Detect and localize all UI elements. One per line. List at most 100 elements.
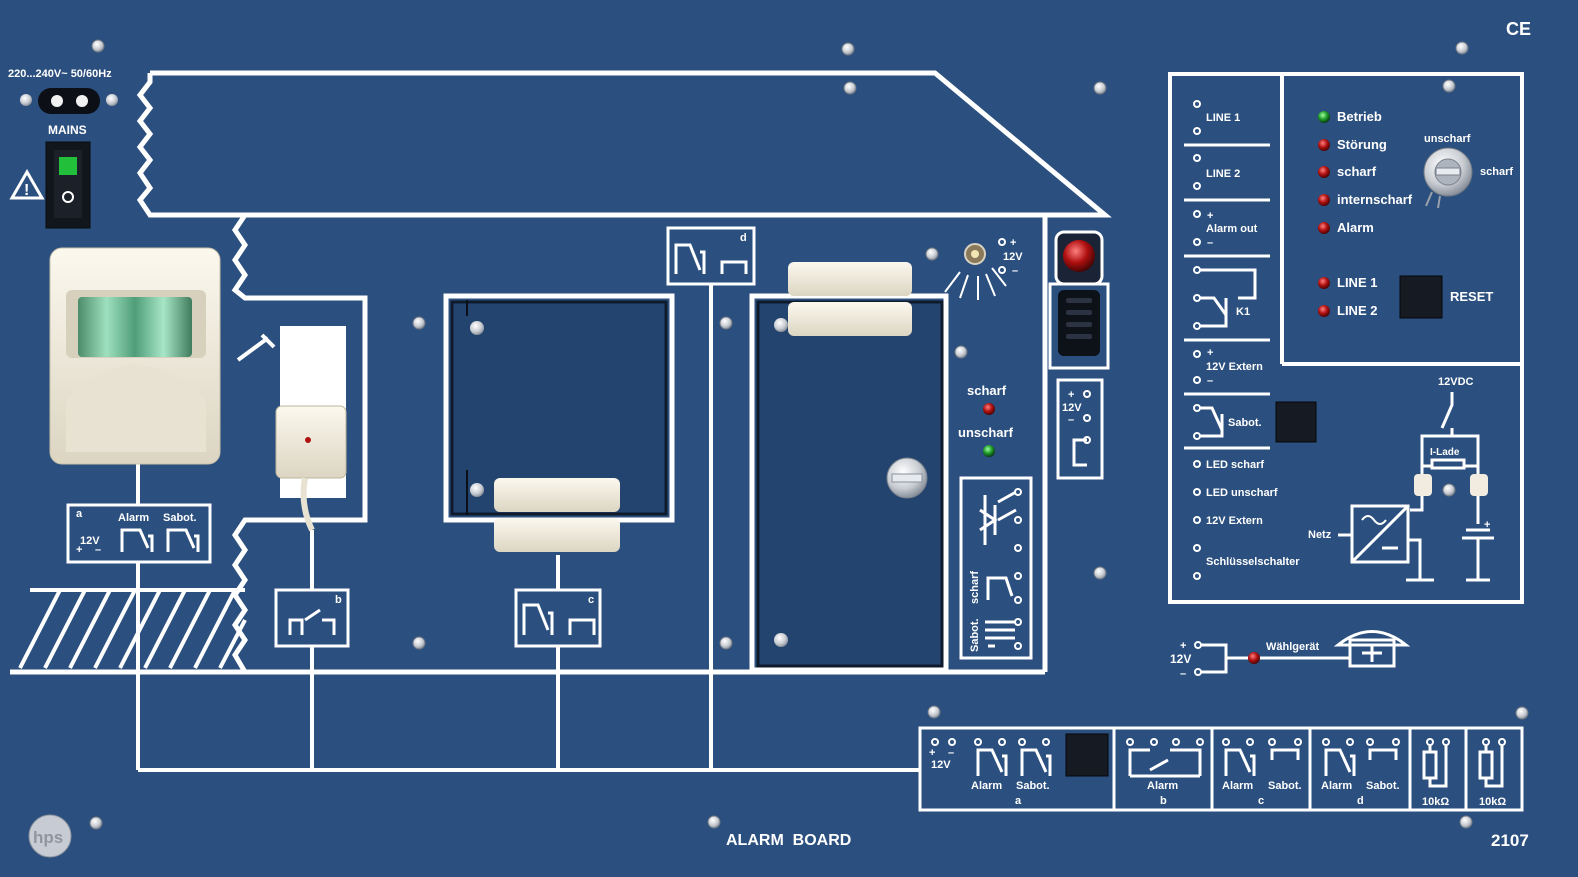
window-c	[443, 293, 675, 552]
mains-label: MAINS	[48, 123, 87, 137]
door-unscharf-label: unscharf	[958, 425, 1014, 440]
control-panel	[1168, 72, 1524, 604]
reset-label: RESET	[1450, 289, 1493, 304]
light-detector: + 12V –	[944, 237, 1023, 300]
dialer-voltage: 12V	[1170, 652, 1191, 666]
term-12v-extern-2: 12V Extern	[1206, 515, 1263, 527]
svg-text:–: –	[948, 747, 954, 759]
mains-spec: 220...240V~ 50/60Hz	[8, 68, 112, 80]
sensor-a-sabot: Sabot.	[163, 512, 197, 524]
reset-button[interactable]	[1399, 275, 1443, 319]
dialer-label: Wählgerät	[1266, 641, 1320, 653]
svg-text:+: +	[1180, 640, 1186, 652]
bt-group-b: b	[1160, 795, 1167, 807]
door-scharf-label: scharf	[967, 383, 1007, 398]
key-scharf-label: scharf	[1480, 166, 1513, 178]
svg-text:+: +	[76, 544, 82, 556]
bt-d-sabot: Sabot.	[1366, 780, 1400, 792]
svg-text:+: +	[1068, 389, 1074, 401]
status-internscharf: internscharf	[1337, 192, 1413, 207]
status-scharf: scharf	[1337, 164, 1377, 179]
bt-voltage: 12V	[931, 759, 951, 771]
sensor-c-symbol: c	[514, 588, 602, 648]
bus-wiring	[136, 284, 920, 772]
door-lock[interactable]	[886, 457, 928, 499]
sensor-a-alarm: Alarm	[118, 512, 149, 524]
led-alarm	[1318, 222, 1330, 234]
mains-socket[interactable]	[20, 88, 118, 114]
terminal-dividers	[1184, 143, 1270, 450]
key-switch[interactable]	[1423, 147, 1473, 209]
motion-detector	[49, 247, 221, 465]
led-door-scharf	[983, 403, 995, 415]
status-line1: LINE 1	[1337, 275, 1377, 290]
door-d	[749, 262, 949, 673]
window-contact-b	[236, 326, 347, 532]
warning-icon: !	[9, 168, 45, 200]
status-betrieb: Betrieb	[1337, 109, 1382, 124]
siren: + 12V –	[1048, 230, 1110, 480]
led-door-unscharf	[983, 445, 995, 457]
status-line2: LINE 2	[1337, 303, 1377, 318]
door-scharf-vertical: scharf	[969, 571, 981, 604]
sensor-d-tag: d	[740, 232, 747, 244]
term-led-scharf: LED scharf	[1206, 459, 1264, 471]
term-alarm-out: Alarm out	[1206, 223, 1258, 235]
sensor-b-symbol: b	[274, 588, 350, 648]
bt-a-alarm: Alarm	[971, 780, 1002, 792]
bottom-terminal-holes	[931, 738, 1506, 746]
siren-lamp	[1063, 240, 1095, 272]
svg-text:–: –	[1180, 668, 1186, 680]
led-line1	[1318, 277, 1330, 289]
door-sabot-vertical: Sabot.	[969, 618, 981, 652]
sabot-button[interactable]	[1275, 401, 1317, 443]
status-stoerung: Störung	[1337, 137, 1387, 152]
sensor-b-tag: b	[335, 594, 342, 606]
bottom-sabot-button[interactable]	[1065, 733, 1109, 777]
psu-12vdc: 12VDC	[1438, 376, 1474, 388]
led-internscharf	[1318, 194, 1330, 206]
dialer: + 12V – Wählgerät	[1170, 630, 1411, 680]
sensor-d-symbol: d	[666, 226, 756, 286]
sabot-switch-symbol	[1200, 406, 1224, 438]
svg-text:–: –	[1207, 237, 1213, 249]
bottom-terminal-strip	[918, 726, 1524, 812]
sensor-a-tag: a	[76, 508, 83, 520]
term-key-switch: Schlüsselschalter	[1206, 556, 1300, 568]
screws	[89, 39, 1529, 830]
svg-text:+: +	[1010, 237, 1016, 249]
led-scharf	[1318, 166, 1330, 178]
brand-logo-text: hps	[33, 828, 63, 847]
board-title: ALARM BOARD	[726, 832, 851, 849]
power-switch[interactable]	[45, 141, 91, 229]
detector-light-voltage: 12V	[1003, 251, 1023, 263]
hps-logo: hps	[28, 814, 72, 858]
led-betrieb	[1318, 111, 1330, 123]
svg-text:–: –	[1068, 414, 1074, 426]
svg-text:–: –	[1012, 265, 1018, 277]
bt-c-alarm: Alarm	[1222, 780, 1253, 792]
bt-b-alarm: Alarm	[1147, 780, 1178, 792]
psu-schematic	[1338, 392, 1494, 582]
term-12v-extern: 12V Extern	[1206, 361, 1263, 373]
bt-group-d: d	[1357, 795, 1364, 807]
svg-text:!: !	[24, 182, 29, 199]
bt-resistor-2: 10kΩ	[1479, 796, 1506, 808]
bt-resistor-1: 10kΩ	[1422, 796, 1449, 808]
psu-netz: Netz	[1308, 529, 1332, 541]
led-line2	[1318, 305, 1330, 317]
led-stoerung	[1318, 139, 1330, 151]
svg-text:–: –	[95, 544, 101, 556]
door-switch-block: Sabot. scharf	[959, 476, 1033, 660]
term-sabot: Sabot.	[1228, 417, 1262, 429]
term-k1: K1	[1236, 306, 1250, 318]
status-alarm: Alarm	[1337, 220, 1374, 235]
svg-text:+: +	[1207, 210, 1213, 222]
ce-mark: CE	[1506, 19, 1531, 39]
key-unscharf-label: unscharf	[1424, 133, 1471, 145]
svg-text:–: –	[1207, 375, 1213, 387]
term-led-unscharf: LED unscharf	[1206, 487, 1278, 499]
floor-hatching	[18, 588, 247, 669]
term-line2: LINE 2	[1206, 168, 1240, 180]
